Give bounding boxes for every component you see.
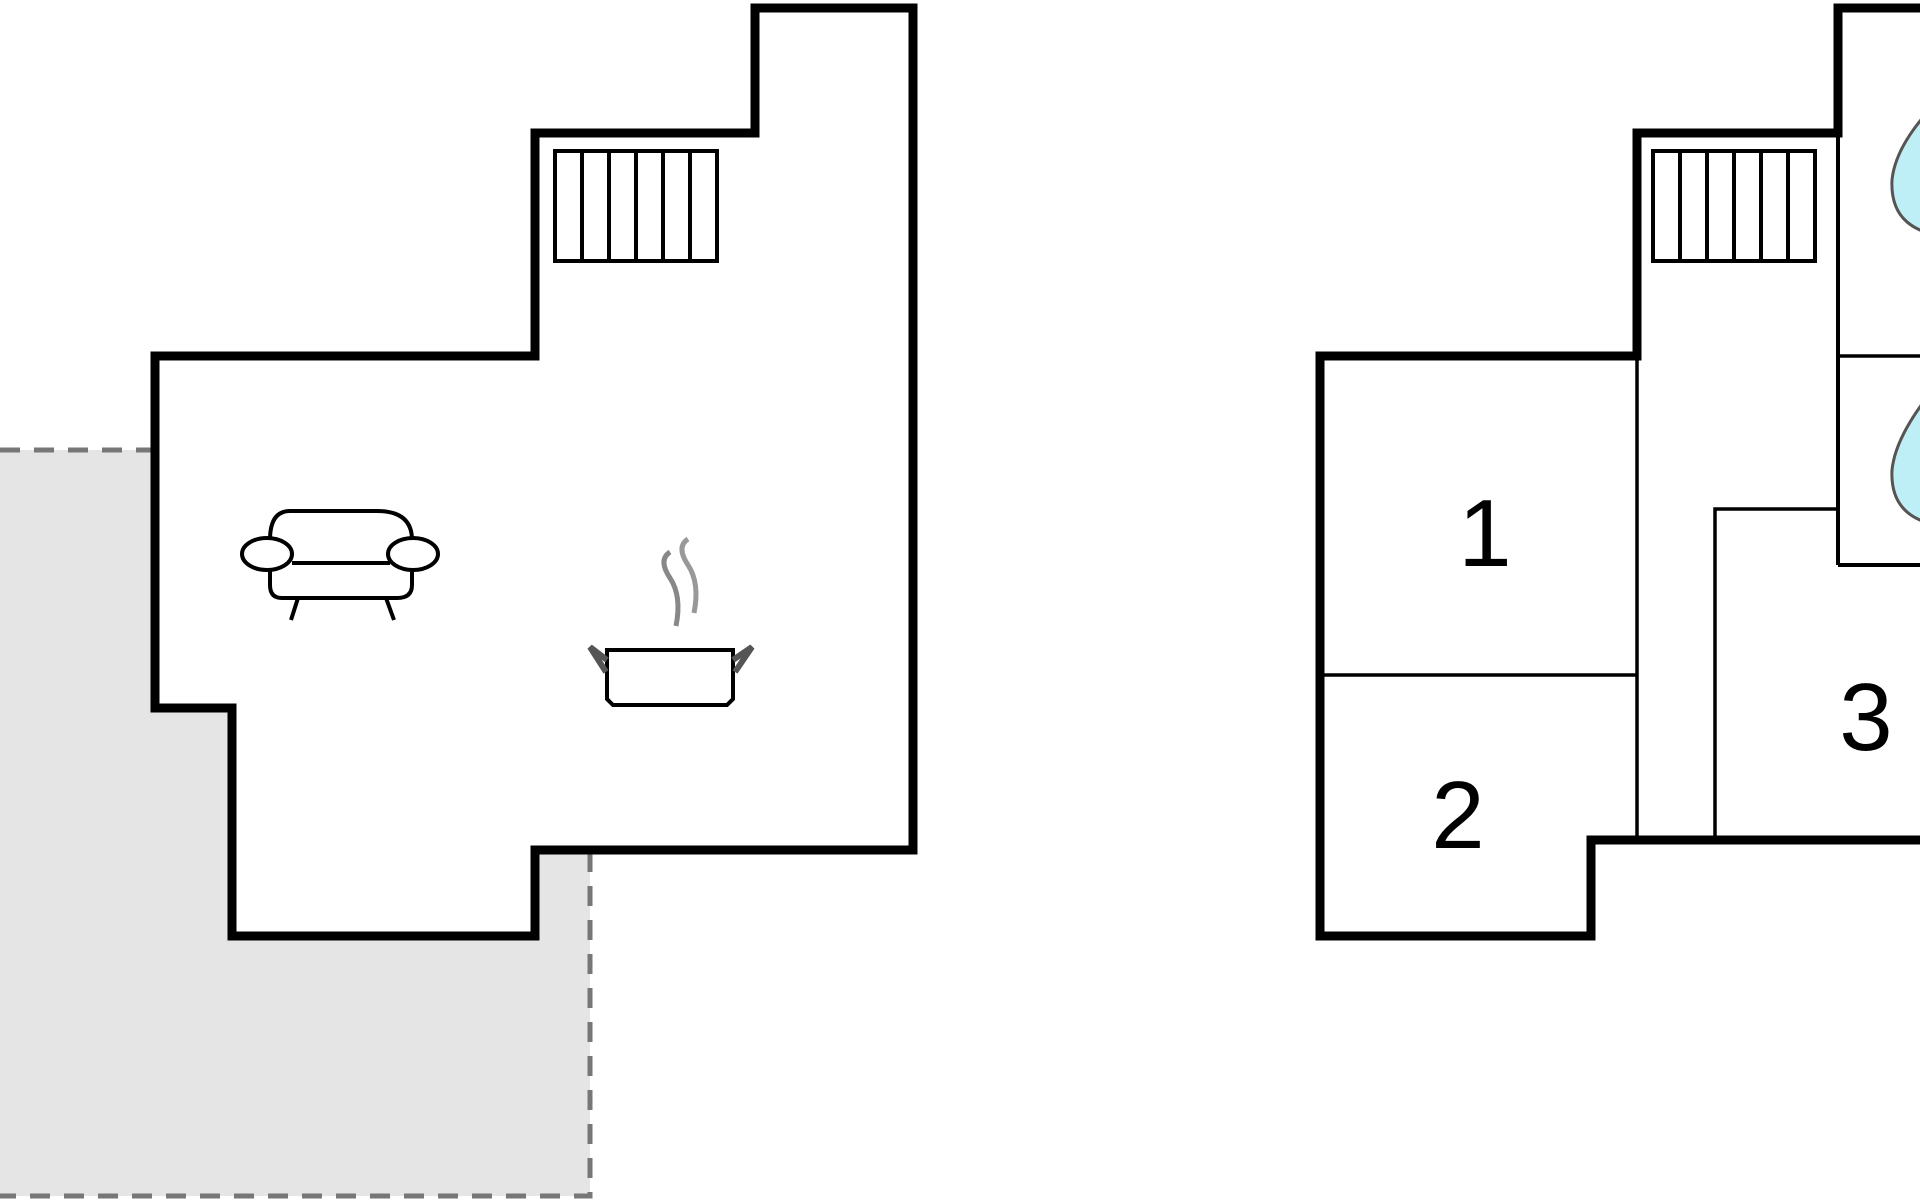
terrace-area [0, 450, 590, 1196]
cooking-pot-icon [587, 536, 755, 707]
bathroom-drop-icon [1890, 118, 1920, 232]
room-number-2: 2 [1431, 762, 1484, 869]
terrace-border [0, 447, 593, 1199]
upper-floor-plan: 1 2 3 [1315, 3, 1920, 941]
bathroom-drop-icon [1890, 404, 1920, 522]
upper-floor-walls [1315, 3, 1920, 941]
ground-floor-walls [150, 3, 918, 941]
wall-room3 [1713, 507, 1838, 840]
ground-floor-plan [0, 3, 918, 1199]
room-number-1: 1 [1458, 480, 1511, 587]
stairs-icon [1651, 149, 1817, 263]
stairs-icon [553, 149, 719, 263]
sofa-icon [240, 509, 440, 621]
room-number-3: 3 [1839, 664, 1892, 771]
